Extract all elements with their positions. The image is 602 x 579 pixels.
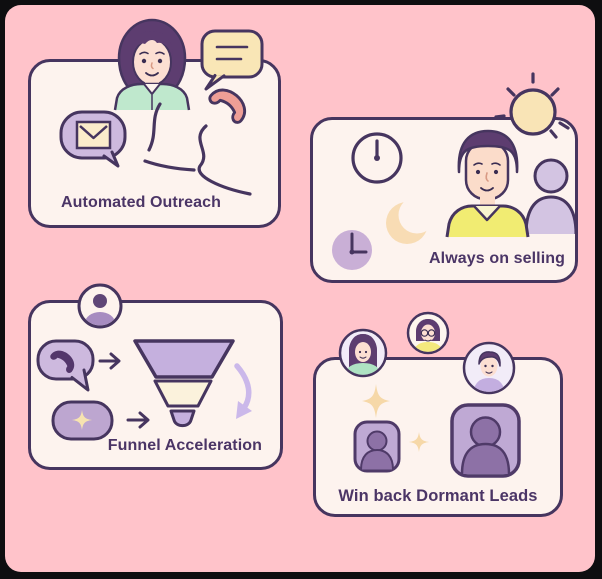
card-funnel-acceleration: Funnel Acceleration [28,300,283,470]
card-label-always-on-selling: Always on selling [429,250,565,267]
card-label-funnel-acceleration: Funnel Acceleration [107,437,262,454]
card-win-back-dormant-leads: Win back Dormant Leads [313,357,563,517]
card-automated-outreach: Automated Outreach [28,59,281,228]
card-label-win-back-dormant-leads: Win back Dormant Leads [338,487,538,505]
card-always-on-selling: Always on selling [310,117,578,283]
card-label-automated-outreach: Automated Outreach [61,194,222,211]
